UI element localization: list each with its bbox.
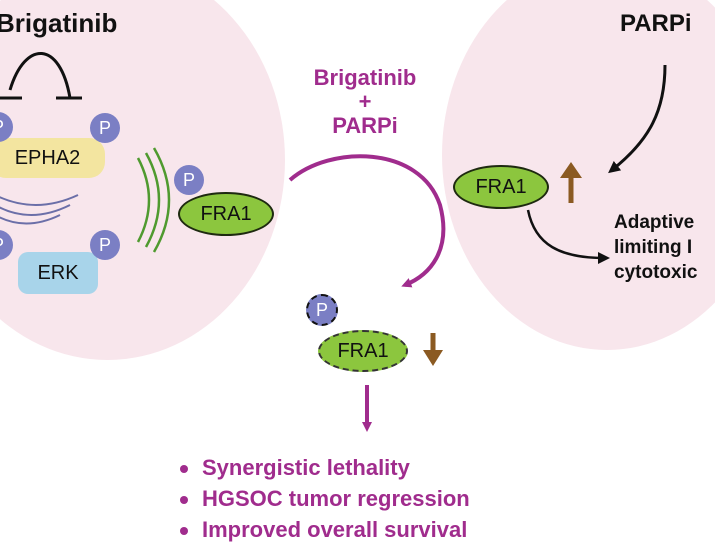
fra1-label-center: FRA1 <box>337 340 389 362</box>
phospho-badge-epha2-left: P <box>0 112 13 142</box>
fra1-pill-right: FRA1 <box>453 165 549 209</box>
parpi-arrow <box>608 64 667 174</box>
brigatinib-inhibition-bracket <box>8 52 72 99</box>
fra1-label-right: FRA1 <box>475 176 527 198</box>
adaptive-line-3: cytotoxic <box>614 262 698 283</box>
green-arc-3 <box>152 147 171 253</box>
fra1-pill-center: FRA1 <box>318 330 408 372</box>
combo-label: Brigatinib + PARPi <box>300 66 430 138</box>
combo-curved-arrow <box>288 154 446 288</box>
phospho-badge-erk-right: P <box>90 230 120 260</box>
signal-arc-2 <box>0 204 71 216</box>
phospho-badge-center: P <box>306 294 338 326</box>
fra1-pill-left: FRA1 <box>178 192 274 236</box>
outcome-1-text: Synergistic lethality <box>202 455 410 480</box>
outcome-2: HGSOC tumor regression <box>180 486 470 512</box>
outcome-3: Improved overall survival <box>180 517 467 543</box>
epha2-label: EPHA2 <box>14 147 81 169</box>
fra1-up-arrow-head <box>560 162 582 178</box>
bullet-icon <box>180 527 188 536</box>
phospho-badge-fra1-left: P <box>174 165 204 195</box>
bullet-icon <box>180 465 188 474</box>
erk-label: ERK <box>37 262 79 284</box>
signal-arc-3 <box>0 214 61 225</box>
phospho-badge-erk-left: P <box>0 230 13 260</box>
left-drug-label: Brigatinib <box>0 8 118 38</box>
fra1-label-left: FRA1 <box>200 203 252 225</box>
bullet-icon <box>180 496 188 505</box>
outcome-1: Synergistic lethality <box>180 455 410 481</box>
fra1-down-arrow-head <box>423 350 443 366</box>
right-drug-label: PARPi <box>620 10 692 37</box>
outcome-2-text: HGSOC tumor regression <box>202 486 470 511</box>
combo-line1: Brigatinib <box>313 65 417 90</box>
green-arc-1 <box>136 157 151 243</box>
green-arc-2 <box>144 152 161 248</box>
combo-plus: + <box>358 89 372 114</box>
combo-line2: PARPi <box>332 113 398 138</box>
fra1-to-adaptive-arrow <box>526 209 610 264</box>
outcome-3-text: Improved overall survival <box>202 517 468 542</box>
adaptive-line-2: limiting I <box>614 237 693 258</box>
adaptive-line-1: Adaptive <box>614 212 695 233</box>
signal-arc-1 <box>0 194 79 206</box>
adaptive-effect-text: Adaptive limiting I cytotoxic <box>614 210 697 285</box>
erk-box: ERK <box>18 252 98 294</box>
phospho-badge-epha2-right: P <box>90 113 120 143</box>
epha2-box: EPHA2 <box>0 138 105 178</box>
